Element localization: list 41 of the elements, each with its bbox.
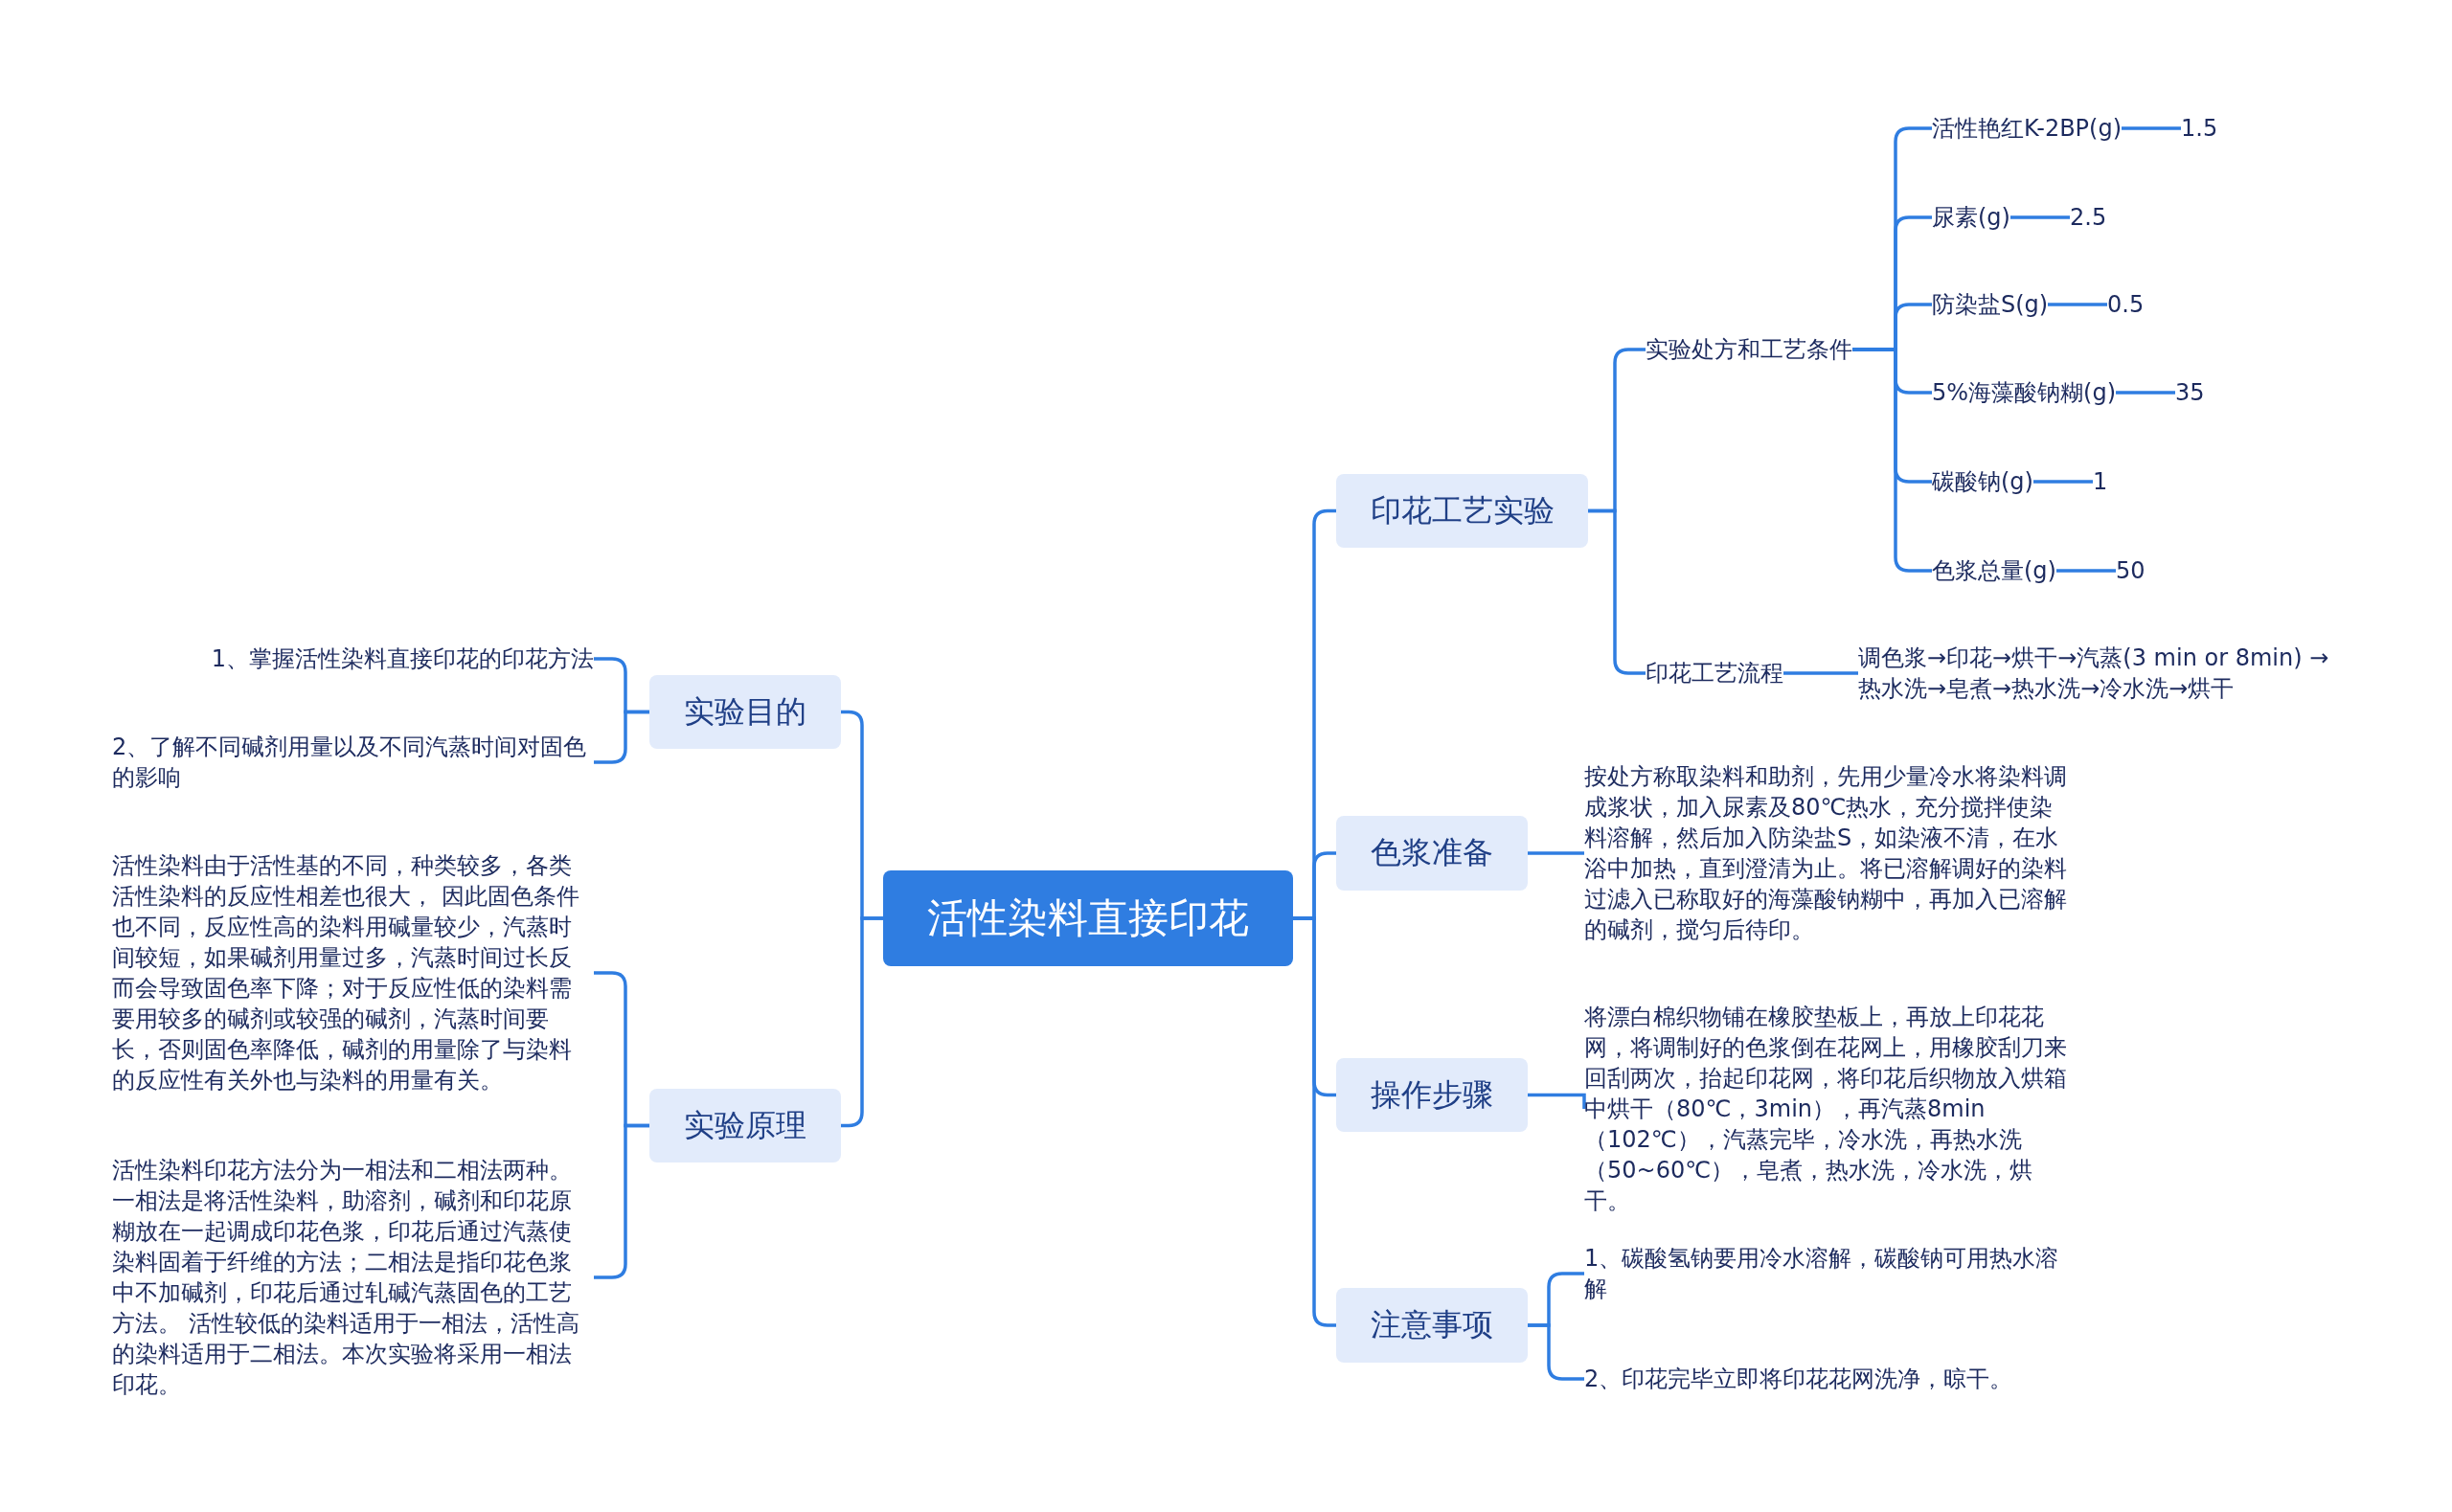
process-flow-text: 调色浆→印花→烘干→汽蒸(3 min or 8min) →热水洗→皂煮→热水洗→冷水洗→烘干 xyxy=(1858,643,2337,704)
note-text: 1、掌握活性染料直接印花的印花方法 xyxy=(112,643,594,674)
connector-line xyxy=(1783,671,1858,675)
topic-box: 色浆准备 xyxy=(1336,816,1528,891)
topic-box: 实验目的 xyxy=(649,675,841,749)
paragraph: 按处方称取染料和助剂，先用少量冷水将染料调成浆状，加入尿素及80℃热水，充分搅拌使染料溶解，然后加入防染盐S，如染液不清，在水浴中加热，直到澄清为止。将已溶解调好的染料过滤入已称取好的海藻酸钠糊中，再加入已溶解的碱剂，搅匀后待印。 xyxy=(1584,761,2069,945)
note-text: 1、碳酸氢钠要用冷水溶解，碳酸钠可用热水溶解 xyxy=(1584,1243,2063,1304)
topic-box: 印花工艺实验 xyxy=(1336,474,1588,548)
note-text: 2、了解不同碱剂用量以及不同汽蒸时间对固色的影响 xyxy=(112,732,594,793)
connector-line xyxy=(2056,569,2116,573)
value-text: 1.5 xyxy=(2181,113,2218,144)
subtopic-label: 印花工艺流程 xyxy=(1646,658,1783,688)
connector-line xyxy=(1528,851,1584,855)
ingredient-label: 5%海藻酸钠糊(g) xyxy=(1932,377,2117,408)
topic-box: 实验原理 xyxy=(649,1089,841,1162)
value-text: 0.5 xyxy=(2107,289,2145,320)
value-text: 2.5 xyxy=(2070,202,2107,233)
ingredient-label: 碳酸钠(g) xyxy=(1932,466,2033,497)
central-topic-box: 活性染料直接印花 xyxy=(883,870,1293,966)
paragraph: 活性染料由于活性基的不同，种类较多，各类活性染料的反应性相差也很大， 因此固色条件也不同，反应性高的染料用碱量较少，汽蒸时间较短，如果碱剂用量过多，汽蒸时间过长反而会导致固色率下降；对于反应性低的染料需要用较多的碱剂或较强的碱剂，汽蒸时间要长，否则固色率降低，碱剂的用量除了与染料的反应性有关外也与染料的用量有关。 xyxy=(112,850,594,1095)
ingredient-label: 色浆总量(g) xyxy=(1932,555,2056,586)
value-text: 35 xyxy=(2175,377,2205,408)
topic-box: 注意事项 xyxy=(1336,1288,1528,1363)
connector-line xyxy=(1528,1093,1586,1109)
connector-line xyxy=(2048,303,2107,306)
value-text: 50 xyxy=(2116,555,2146,586)
connector-line xyxy=(1293,916,1336,1327)
connector-line xyxy=(841,916,883,1128)
ingredient-label: 尿素(g) xyxy=(1932,202,2010,233)
connector-line xyxy=(2033,480,2093,484)
subtopic-label: 实验处方和工艺条件 xyxy=(1646,334,1852,365)
ingredient-label: 活性艳红K-2BP(g) xyxy=(1932,113,2123,144)
paragraph: 将漂白棉织物铺在橡胶垫板上，再放上印花花网，将调制好的色浆倒在花网上，用橡胶刮刀来回刮两次，抬起印花网，将印花后织物放入烘箱中烘干（80℃，3min），再汽蒸8min（102℃），汽蒸完毕，冷水洗，再热水洗（50~60℃），皂煮，热水洗，冷水洗，烘干。 xyxy=(1584,1002,2069,1216)
connector-line xyxy=(2122,126,2181,130)
connector-line xyxy=(2116,391,2175,395)
topic-box: 操作步骤 xyxy=(1336,1058,1528,1132)
value-text: 1 xyxy=(2093,466,2108,497)
ingredient-label: 防染盐S(g) xyxy=(1932,289,2049,320)
paragraph: 活性染料印花方法分为一相法和二相法两种。一相法是将活性染料，助溶剂，碱剂和印花原糊放在一起调成印花色浆，印花后通过汽蒸使染料固着于纤维的方法；二相法是指印花色浆中不加碱剂，印花后通过轧碱汽蒸固色的工艺方法。 活性较低的染料适用于一相法，活性高的染料适用于二相法。本次实验将采用一相法印花。 xyxy=(112,1155,594,1400)
connector-line xyxy=(2010,215,2070,219)
note-text: 2、印花完毕立即将印花花网洗净，晾干。 xyxy=(1584,1364,2063,1394)
